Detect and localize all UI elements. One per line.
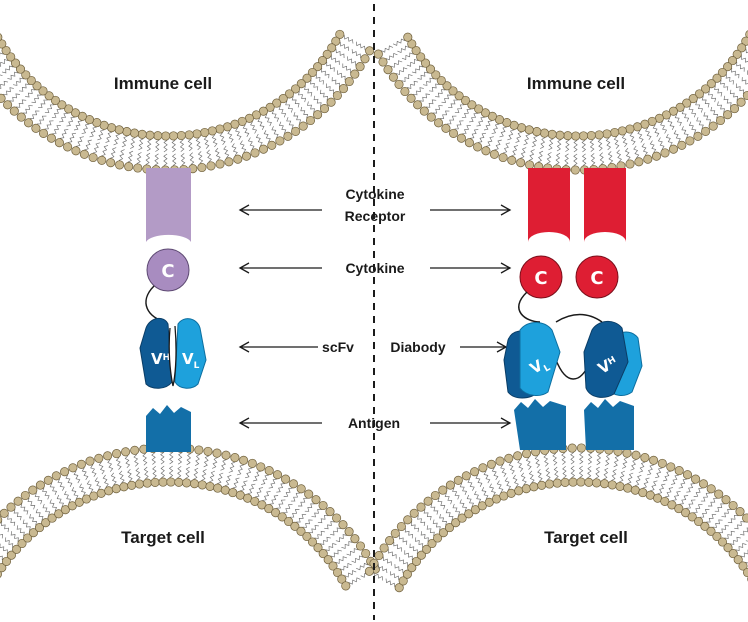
- linker: [145, 285, 167, 323]
- diabody-label: Diabody: [390, 339, 445, 355]
- arrow-icon: [238, 262, 322, 274]
- cytokine-letter: C: [161, 261, 174, 282]
- antigen-label: Antigen: [348, 415, 400, 431]
- scfv-label: scFv: [322, 339, 354, 355]
- arrow-icon: [460, 341, 508, 353]
- linker: [518, 291, 541, 323]
- antigen-right: [514, 399, 634, 450]
- diabody-right: VL VH: [503, 321, 643, 399]
- cytokine-receptor-label-line1: Cytokine: [345, 186, 404, 202]
- vl-domain: [174, 318, 207, 389]
- vl-domain: [519, 322, 561, 396]
- arrow-icon: [238, 204, 322, 216]
- target-cell-label-left: Target cell: [121, 528, 205, 547]
- cytokine-left: C: [146, 248, 190, 292]
- immune-cell-label-left: Immune cell: [114, 74, 212, 93]
- cytokine-letter: C: [590, 268, 603, 289]
- cytokine-letter: C: [534, 268, 547, 289]
- linker: [555, 313, 603, 323]
- arrow-icon: [238, 417, 322, 429]
- vh-label: VH: [595, 352, 621, 377]
- immune-cell-membrane-right: [373, 30, 748, 175]
- cytokine-receptor-right: [528, 168, 626, 242]
- cytokine-receptor-left: [146, 168, 191, 242]
- antigen-left: [146, 405, 191, 452]
- vh-label: VH: [151, 350, 170, 368]
- immune-cell-label-right: Immune cell: [527, 74, 625, 93]
- immune-cell-membrane-left: [0, 29, 375, 175]
- cytokine-receptor-label-line2: Receptor: [345, 208, 406, 224]
- receptor-stalk: [528, 168, 570, 242]
- arrow-icon: [430, 417, 512, 429]
- scfv-left: VH VL: [139, 317, 207, 389]
- vh-domain: [583, 321, 629, 398]
- cytokine-label: Cytokine: [345, 260, 404, 276]
- arrow-icon: [430, 262, 512, 274]
- receptor-stalk: [584, 168, 626, 242]
- arrow-icon: [430, 204, 512, 216]
- target-cell-membrane-left: [0, 443, 380, 591]
- target-cell-label-right: Target cell: [544, 528, 628, 547]
- vl-label: VL: [182, 350, 200, 371]
- target-cell-membrane-right: [364, 443, 748, 593]
- arrow-icon: [238, 341, 318, 353]
- receptor-stalk: [146, 168, 191, 242]
- cytokine-right: C C: [519, 255, 619, 299]
